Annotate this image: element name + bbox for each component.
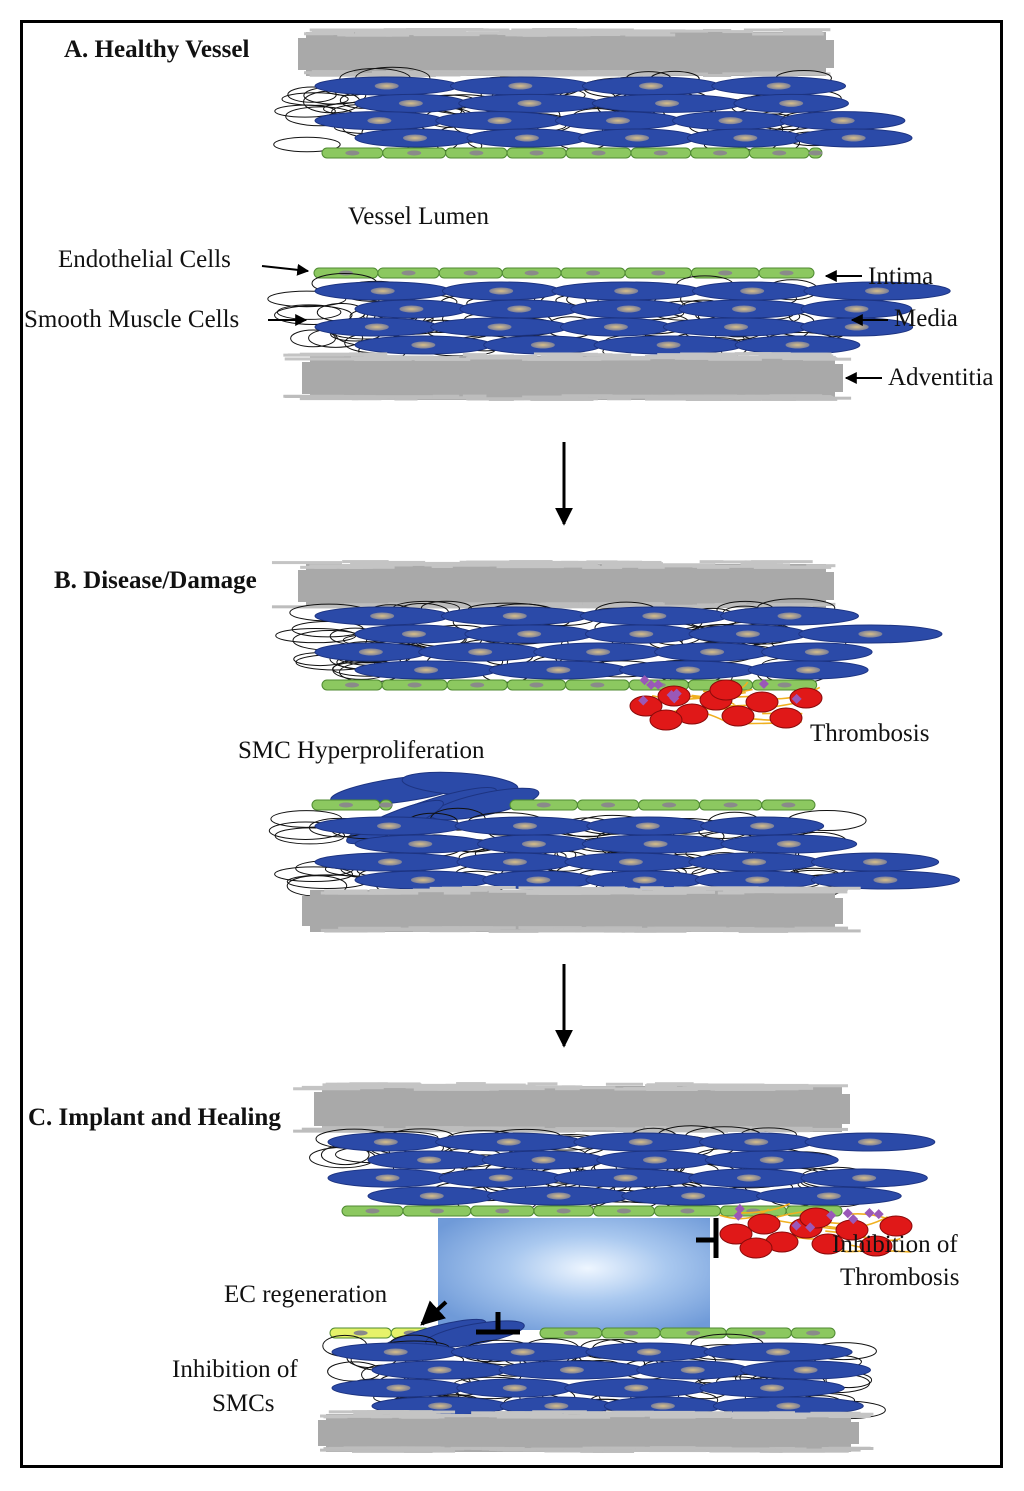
b-thrombus: [629, 675, 823, 731]
a-lower-endothelium: [313, 267, 815, 279]
smooth-muscle-cells-label: Smooth Muscle Cells: [24, 306, 240, 333]
vessel-lumen-label: Vessel Lumen: [348, 203, 489, 230]
thrombosis-inhibition-bar: [696, 1218, 719, 1258]
section-c-title: C. Implant and Healing: [28, 1104, 281, 1131]
media-label: Media: [894, 305, 958, 332]
a-upper-adventitia: [298, 28, 834, 77]
b-lower-endothelium-left: [311, 799, 393, 811]
inhibition-of-thrombosis-label-1: Inhibition of: [832, 1231, 958, 1258]
thrombosis-label: Thrombosis: [810, 720, 930, 747]
smc-inhibition-bar: [476, 1312, 520, 1335]
ec-regeneration-arrow: [420, 1300, 448, 1326]
a-lower-media: [267, 273, 951, 362]
ec-regeneration-label: EC regeneration: [224, 1281, 388, 1308]
inhibition-of-smcs-label-1: Inhibition of: [172, 1356, 298, 1383]
b-upper-endothelium: [321, 679, 818, 691]
implant-device: [438, 1218, 710, 1330]
b-lower-endothelium-right: [509, 799, 816, 811]
adventitia-label: Adventitia: [888, 364, 994, 391]
section-a-title: A. Healthy Vessel: [64, 36, 250, 63]
b-lower-media: [268, 807, 961, 899]
a-lower-adventitia: [283, 352, 852, 401]
c-lower-endothelium: [539, 1327, 836, 1339]
c-thrombus: [719, 1202, 913, 1259]
endothelial-arrow: [261, 263, 310, 276]
b-upper-media: [275, 598, 943, 688]
inhibition-of-thrombosis-label-2: Thrombosis: [840, 1264, 960, 1291]
inhibition-of-smcs-label-2: SMCs: [212, 1390, 275, 1417]
endothelial-cells-label: Endothelial Cells: [58, 246, 231, 273]
section-b-title: B. Disease/Damage: [54, 567, 257, 594]
a-upper-endothelium: [321, 147, 823, 159]
smc-hyperproliferation-label: SMC Hyperproliferation: [238, 737, 485, 764]
c-lower-adventitia: [318, 1410, 874, 1453]
intima-label: Intima: [868, 263, 934, 290]
a-upper-media: [273, 66, 913, 154]
c-upper-media: [309, 1125, 936, 1214]
c-lower-media: [322, 1333, 886, 1426]
b-lower-adventitia: [302, 886, 861, 933]
c-upper-adventitia: [293, 1082, 850, 1133]
